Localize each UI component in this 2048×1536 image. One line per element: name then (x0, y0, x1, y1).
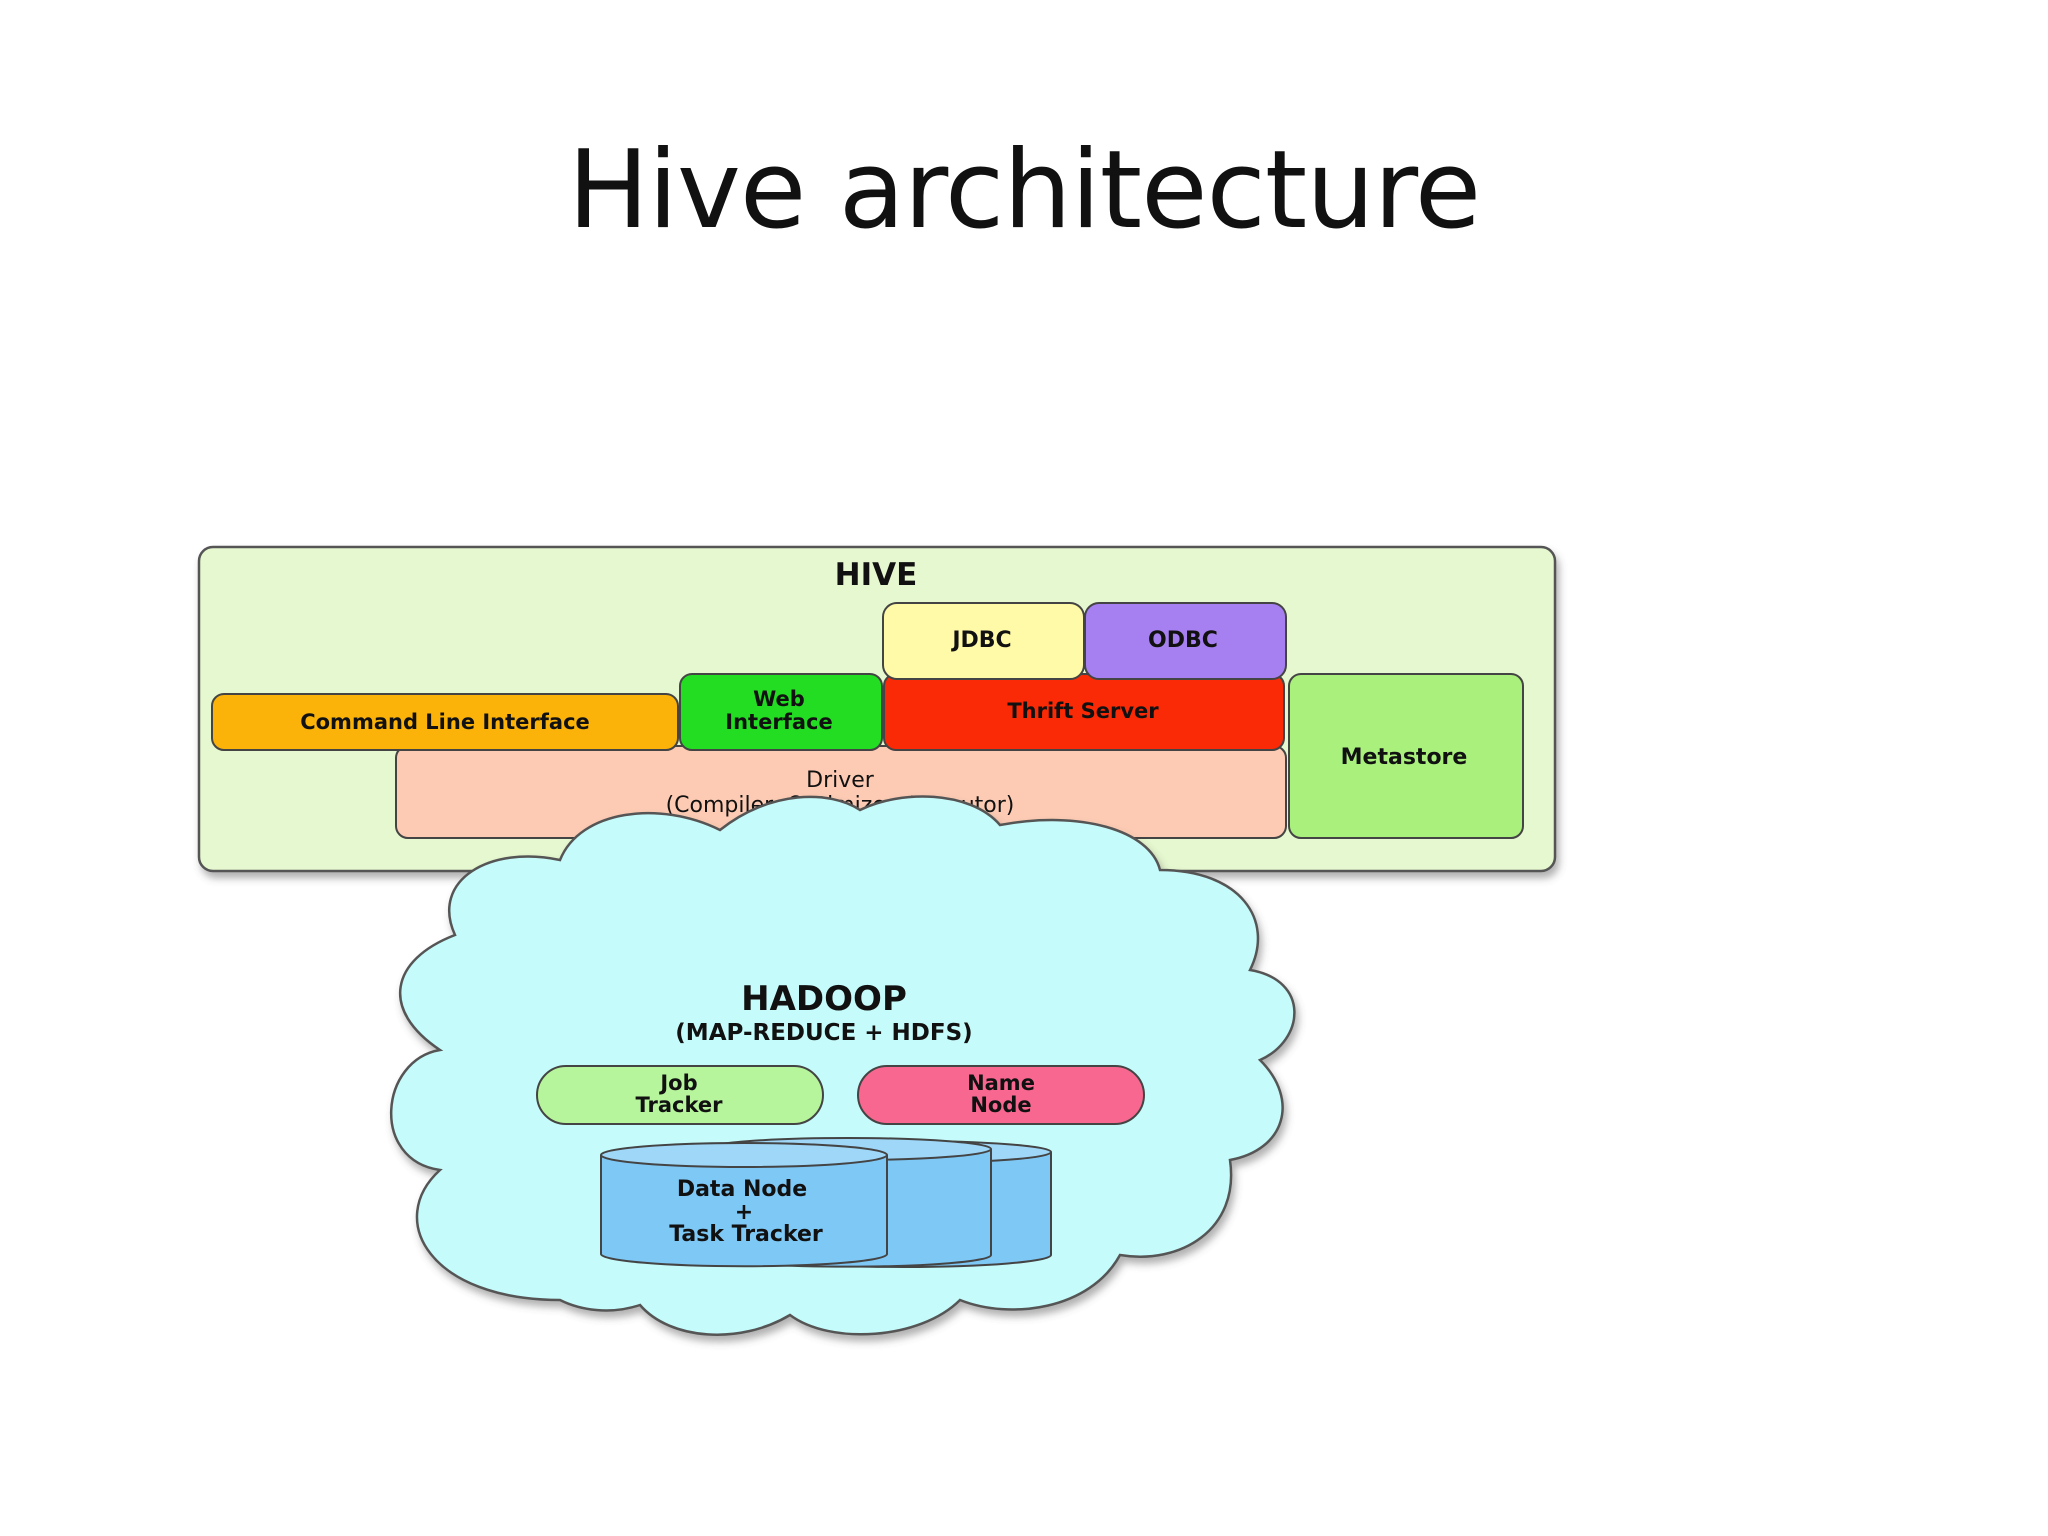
odbc-box (1084, 602, 1287, 680)
thrift-server-box (883, 673, 1285, 751)
name-node-label: Name (967, 1071, 1035, 1095)
hadoop-subtitle: (MAP-REDUCE + HDFS) (675, 1020, 972, 1046)
metastore-box (1288, 673, 1524, 839)
data-node-cylinder-front (600, 1155, 888, 1268)
data-node-cylinder-front-top (600, 1142, 888, 1168)
data-node-stack (600, 1137, 1052, 1268)
data-node-label: Data Node (677, 1177, 807, 1202)
metastore-label: Metastore (1341, 745, 1468, 770)
job-tracker-label: Job (658, 1071, 697, 1095)
task-tracker-label: Task Tracker (669, 1222, 823, 1247)
name-node-sublabel: Node (970, 1093, 1031, 1117)
jdbc-label: JDBC (950, 628, 1011, 653)
web-interface-box (679, 673, 883, 751)
thrift-server-label: Thrift Server (1007, 699, 1159, 723)
data-node-plus: + (735, 1200, 753, 1225)
odbc-label: ODBC (1148, 628, 1218, 653)
hive-title: HIVE (835, 557, 918, 593)
driver-label: Driver (806, 768, 875, 793)
job-tracker-sublabel: Tracker (636, 1093, 724, 1117)
slide-title: Hive architecture (567, 128, 1481, 253)
cli-label: Command Line Interface (300, 710, 590, 734)
web-interface-sublabel: Interface (725, 710, 832, 734)
job-tracker-box (536, 1065, 824, 1125)
hadoop-title: HADOOP (741, 979, 907, 1019)
name-node-box (857, 1065, 1145, 1125)
cli-box (211, 693, 679, 751)
web-interface-label: Web (753, 687, 805, 711)
